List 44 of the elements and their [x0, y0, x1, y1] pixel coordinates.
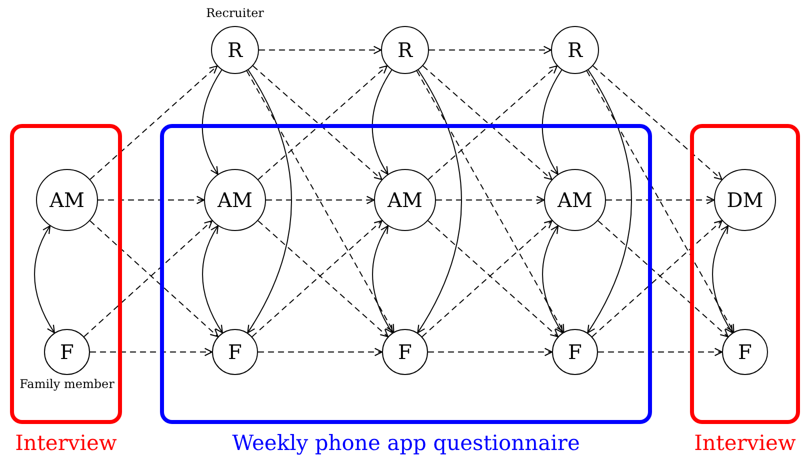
- dashed-arrow: [592, 65, 722, 180]
- state-circle: DM: [714, 169, 776, 231]
- dashed-arrow: [266, 196, 375, 204]
- state-circle: F: [382, 329, 428, 375]
- dashed-arrow: [598, 348, 723, 356]
- state-circle: F: [44, 329, 90, 375]
- state-circle: F: [212, 329, 258, 375]
- dashed-arrow: [428, 46, 552, 54]
- arrow: [247, 70, 292, 334]
- state-circle: AM: [374, 169, 436, 231]
- arrow: [542, 225, 563, 334]
- node-caption: Recruiter: [206, 6, 264, 21]
- arrow: [34, 225, 55, 334]
- state-circle: R: [551, 26, 599, 74]
- arrow: [202, 70, 222, 175]
- dashed-arrow: [258, 46, 382, 54]
- dashed-arrow: [246, 70, 394, 333]
- dashed-arrow: [606, 196, 715, 204]
- dashed-arrow: [98, 196, 205, 204]
- group-title: Interview: [694, 431, 796, 455]
- state-circle: AM: [36, 169, 98, 231]
- dashed-arrow: [436, 196, 545, 204]
- state-circle: R: [381, 26, 429, 74]
- dashed-arrow: [90, 65, 218, 180]
- arrow: [202, 225, 223, 334]
- group-title: Weekly phone app questionnaire: [232, 431, 580, 455]
- group-title: Interview: [15, 431, 117, 455]
- arrow: [542, 70, 562, 175]
- state-circle: AM: [544, 169, 606, 231]
- state-circle: F: [552, 329, 598, 375]
- dashed-arrow: [428, 348, 553, 356]
- dashed-arrow: [586, 70, 734, 333]
- dashed-arrow: [416, 70, 564, 333]
- state-circle: F: [722, 329, 768, 375]
- state-circle: R: [211, 26, 259, 74]
- dashed-arrow: [258, 348, 383, 356]
- state-circle: AM: [204, 169, 266, 231]
- dashed-arrow: [90, 348, 213, 356]
- arrow: [417, 70, 462, 334]
- arrow: [587, 70, 632, 334]
- node-caption: Family member: [20, 377, 114, 392]
- arrow: [372, 225, 393, 334]
- arrow: [712, 225, 733, 334]
- arrow: [372, 70, 392, 175]
